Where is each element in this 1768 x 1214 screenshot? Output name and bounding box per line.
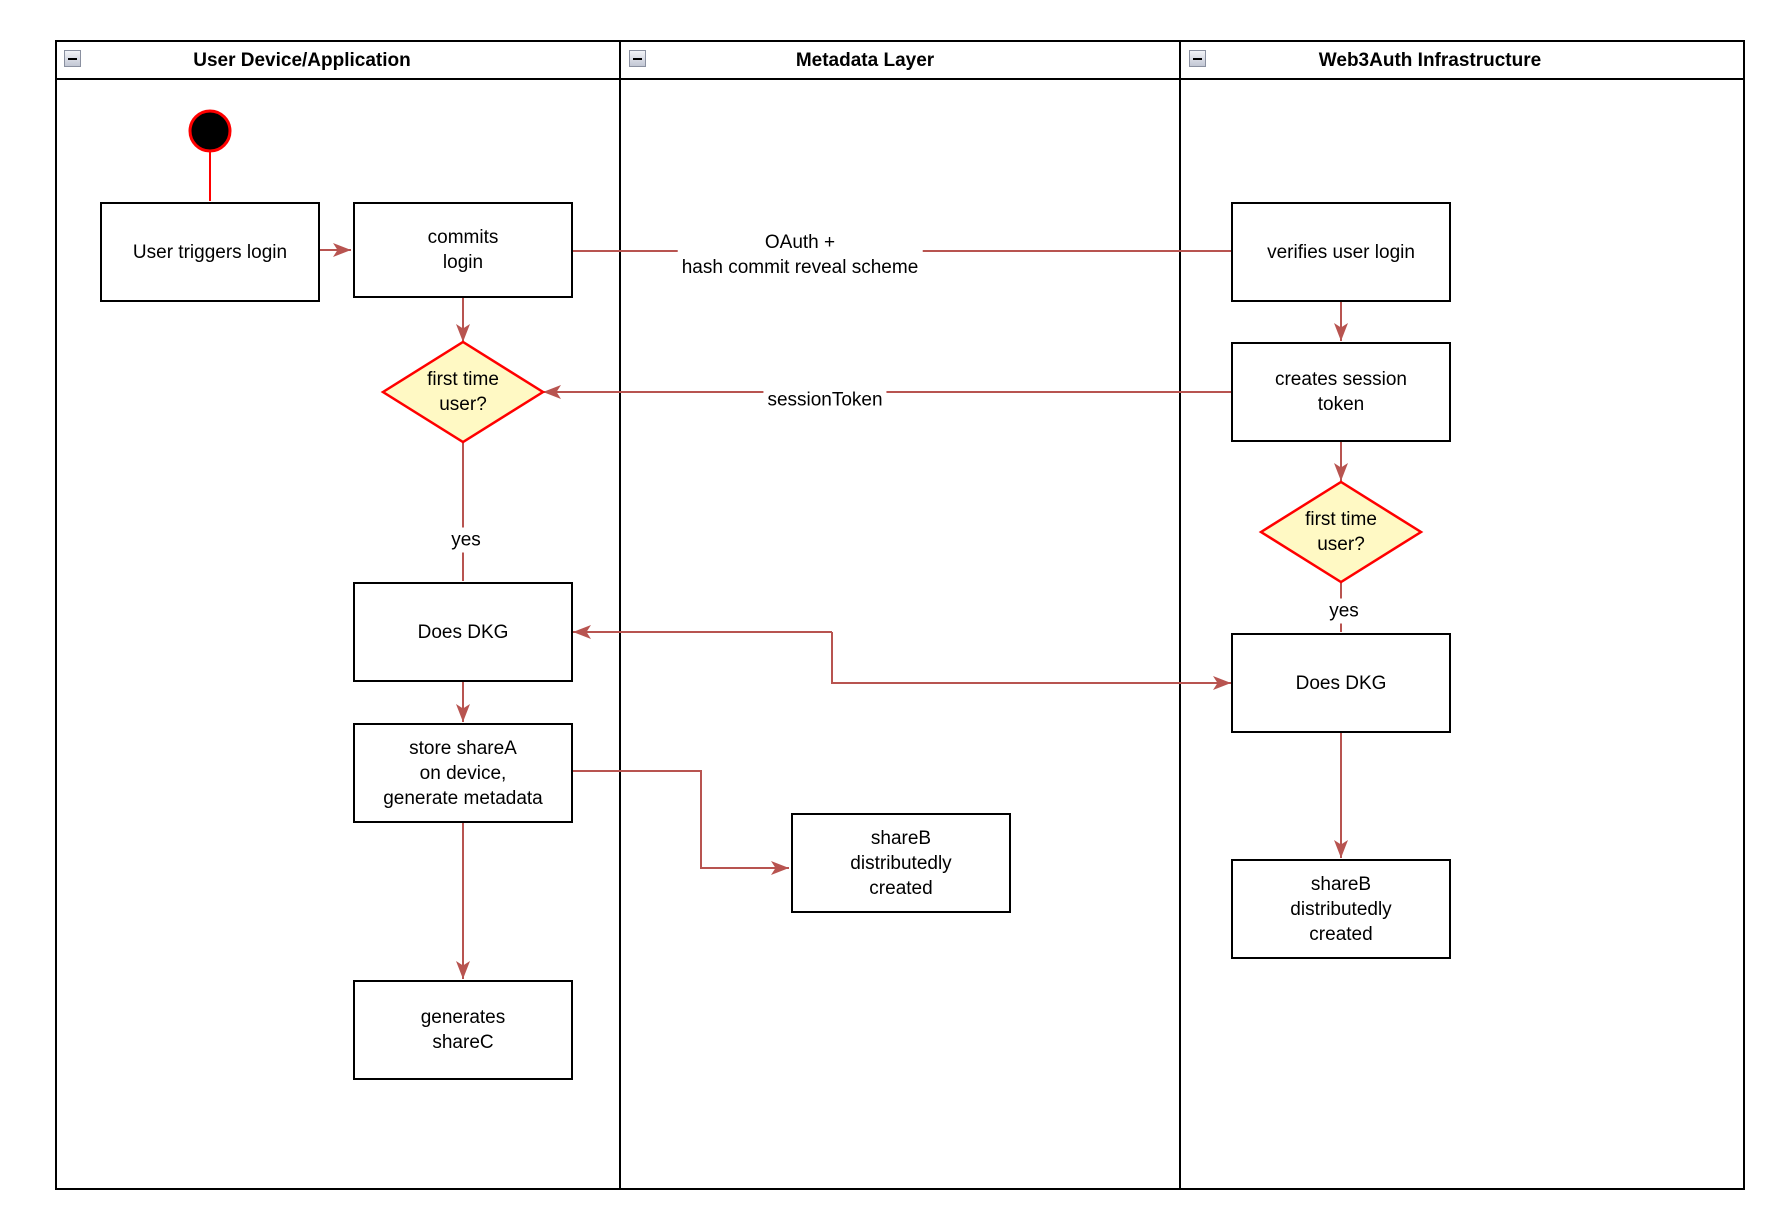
minus-icon <box>68 57 77 60</box>
node-store-sharea[interactable]: store shareA on device, generate metadat… <box>353 723 573 823</box>
collapse-lane-button[interactable] <box>629 50 646 67</box>
edge-label-oauth: OAuth + hash commit reveal scheme <box>677 230 923 280</box>
node-does-dkg-infra[interactable]: Does DKG <box>1231 633 1451 733</box>
edge-label-session-token: sessionToken <box>763 387 887 413</box>
edge-label-yes-device: yes <box>447 527 485 553</box>
node-does-dkg-device[interactable]: Does DKG <box>353 582 573 682</box>
lane-divider <box>619 40 621 1190</box>
node-commits-login[interactable]: commits login <box>353 202 573 298</box>
node-creates-session-token[interactable]: creates session token <box>1231 342 1451 442</box>
node-user-triggers-login[interactable]: User triggers login <box>100 202 320 302</box>
start-node[interactable] <box>188 109 232 153</box>
minus-icon <box>633 57 642 60</box>
lane-title-web3auth-infrastructure[interactable]: Web3Auth Infrastructure <box>1318 50 1542 71</box>
minus-icon <box>1193 57 1202 60</box>
edge-dkg-bidirectional-right <box>831 632 1231 690</box>
decision-label-first-time-user-device: first time user? <box>427 369 499 415</box>
node-generates-sharec[interactable]: generates shareC <box>353 980 573 1080</box>
lane-header-divider <box>55 78 1745 80</box>
decision-first-time-user-infra[interactable] <box>1258 480 1424 584</box>
edge-store-sharea-to-shareb-metadata <box>573 770 789 875</box>
node-verifies-user-login[interactable]: verifies user login <box>1231 202 1451 302</box>
decision-first-time-user-device[interactable] <box>380 340 546 444</box>
lane-title-user-device[interactable]: User Device/Application <box>193 50 411 71</box>
node-shareb-infra[interactable]: shareB distributedly created <box>1231 859 1451 959</box>
edge-label-yes-infra: yes <box>1325 598 1363 624</box>
collapse-lane-button[interactable] <box>1189 50 1206 67</box>
lane-divider <box>1179 40 1181 1190</box>
lane-title-metadata-layer[interactable]: Metadata Layer <box>795 50 935 71</box>
decision-label-first-time-user-infra: first time user? <box>1305 509 1377 555</box>
node-shareb-metadata[interactable]: shareB distributedly created <box>791 813 1011 913</box>
collapse-lane-button[interactable] <box>64 50 81 67</box>
